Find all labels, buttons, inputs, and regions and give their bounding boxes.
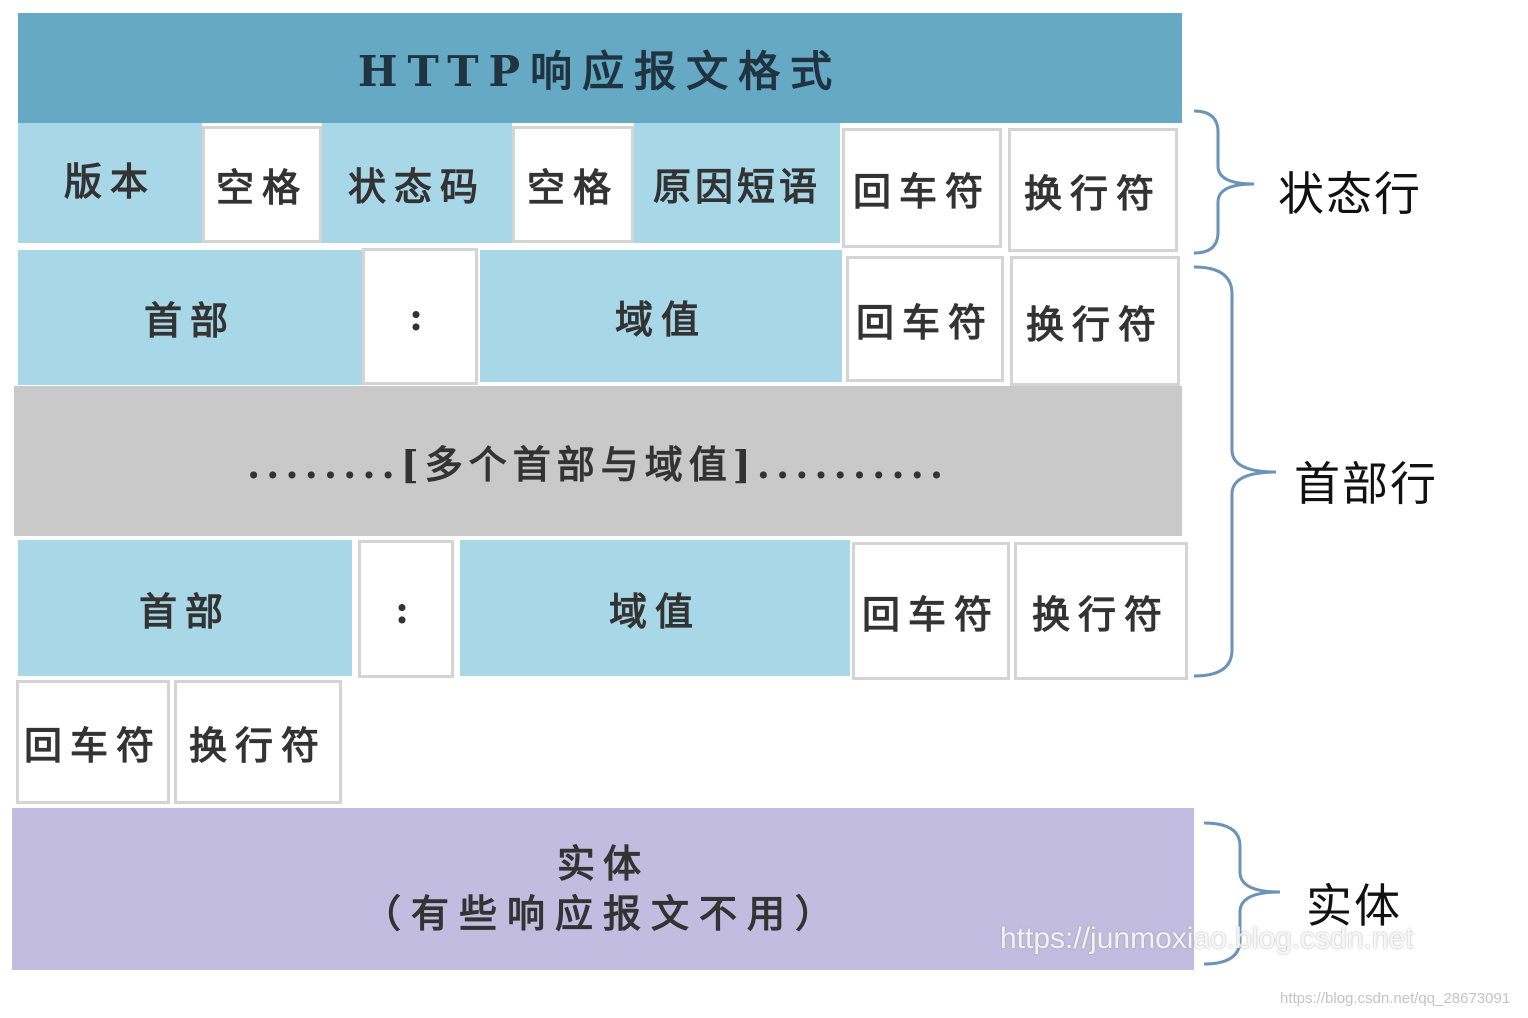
entity-note: （有些响应报文不用） — [362, 891, 843, 936]
header-lines-brace — [1193, 265, 1277, 678]
header-value-field-2: 域值 — [460, 540, 850, 676]
status-lf-field: 换行符 — [1008, 128, 1178, 252]
entity-brace — [1203, 821, 1281, 966]
status-space-field-2: 空格 — [512, 126, 634, 243]
header-colon-field-1: : — [362, 248, 478, 385]
header-cr-field-1: 回车符 — [846, 256, 1004, 382]
header-lines-label: 首部行 — [1294, 457, 1438, 511]
header-lf-field-2: 换行符 — [1014, 542, 1188, 680]
header-name-field-1: 首部 — [18, 250, 362, 385]
source-url-text: https://blog.csdn.net/qq_28673091 — [1280, 990, 1511, 1007]
blank-line-cr-field: 回车符 — [16, 680, 170, 804]
status-line-label: 状态行 — [1278, 167, 1422, 221]
watermark-text: https://junmoxiao.blog.csdn.net — [1000, 922, 1414, 955]
status-code-field: 状态码 — [322, 123, 512, 243]
status-space-field-1: 空格 — [202, 126, 322, 243]
header-cr-field-2: 回车符 — [852, 542, 1010, 680]
status-reason-phrase-field: 原因短语 — [634, 123, 840, 243]
blank-line-lf-field: 换行符 — [174, 680, 342, 804]
entity-body: 实体 （有些响应报文不用） — [12, 808, 1194, 970]
header-lf-field-1: 换行符 — [1010, 256, 1180, 386]
entity-label: 实体 — [1306, 879, 1402, 933]
multi-headers-band: ........[多个首部与域值].......... — [14, 386, 1182, 536]
status-line-brace — [1193, 109, 1255, 255]
header-name-field-2: 首部 — [18, 540, 352, 676]
entity-title: 实体 — [556, 841, 649, 886]
status-version-field: 版本 — [18, 123, 202, 243]
diagram-title: HTTP响应报文格式 — [18, 13, 1182, 123]
header-value-field-1: 域值 — [480, 250, 842, 382]
status-cr-field: 回车符 — [842, 128, 1002, 248]
header-colon-field-2: : — [358, 540, 454, 678]
